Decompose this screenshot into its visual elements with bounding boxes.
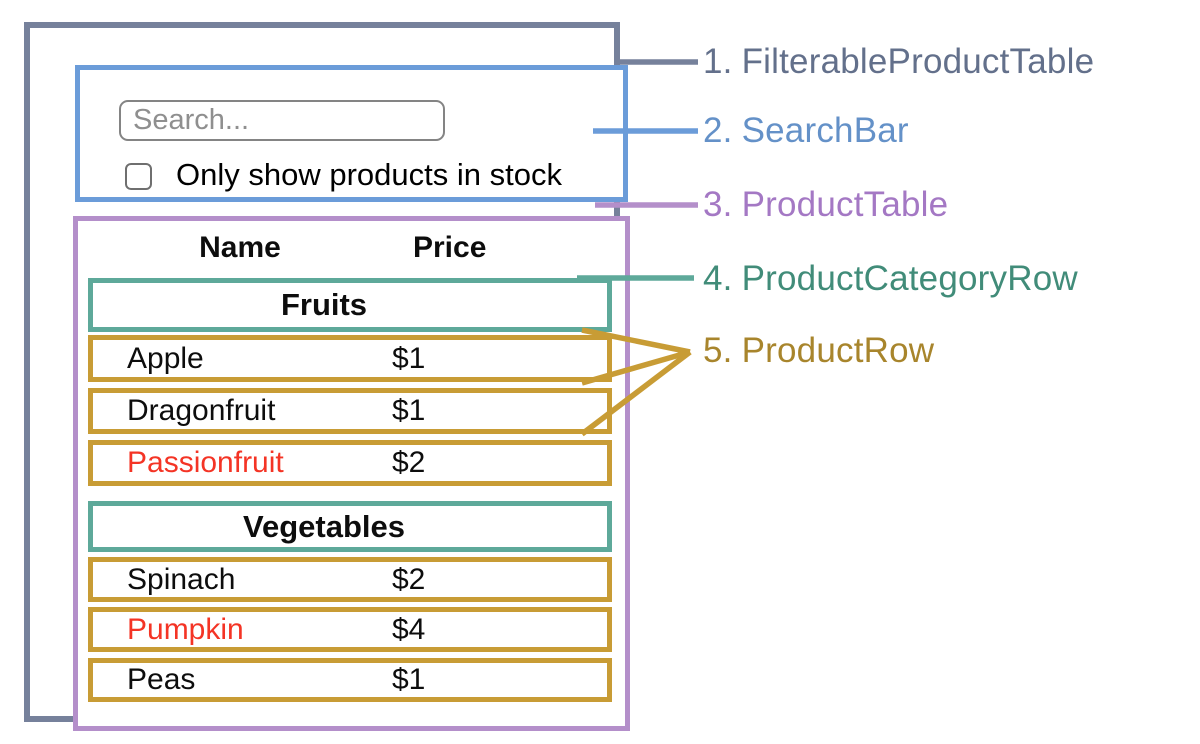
product-price: $2	[392, 562, 426, 596]
product-price: $1	[392, 341, 426, 375]
category-row-fruits: Fruits	[88, 278, 612, 332]
legend-label: FilterableProductTable	[741, 42, 1095, 81]
legend-label: ProductTable	[741, 185, 949, 224]
in-stock-checkbox[interactable]	[125, 163, 152, 190]
table-header-row: Name Price	[88, 228, 612, 268]
product-name: Apple	[127, 341, 204, 375]
legend-number: 5.	[703, 331, 733, 370]
in-stock-checkbox-label: Only show products in stock	[176, 157, 562, 192]
product-row-spinach: Spinach $2	[88, 557, 612, 602]
product-price: $4	[392, 612, 426, 646]
column-header-name: Name	[199, 231, 281, 264]
legend-search-bar: 2.SearchBar	[703, 109, 909, 153]
product-row-peas: Peas $1	[88, 658, 612, 702]
search-input[interactable]	[119, 100, 445, 141]
legend-label: ProductRow	[741, 331, 935, 370]
legend-label: ProductCategoryRow	[741, 259, 1078, 298]
product-row-dragonfruit: Dragonfruit $1	[88, 388, 612, 434]
product-name: Pumpkin	[127, 612, 244, 646]
product-price: $2	[392, 446, 426, 479]
category-row-vegetables: Vegetables	[88, 501, 612, 552]
product-name: Peas	[127, 663, 196, 696]
product-name: Passionfruit	[127, 446, 284, 479]
legend-number: 4.	[703, 259, 733, 298]
product-row-apple: Apple $1	[88, 335, 612, 382]
product-name: Dragonfruit	[127, 394, 276, 427]
legend-product-category-row: 4.ProductCategoryRow	[703, 257, 1078, 301]
legend-product-table: 3.ProductTable	[703, 183, 948, 227]
product-row-passionfruit: Passionfruit $2	[88, 440, 612, 486]
legend-number: 1.	[703, 42, 733, 81]
legend-filterable-product-table: 1.FilterableProductTable	[703, 40, 1094, 84]
column-header-price: Price	[413, 231, 487, 264]
legend-label: SearchBar	[741, 111, 909, 150]
legend-number: 3.	[703, 185, 733, 224]
product-name: Spinach	[127, 562, 236, 596]
product-table-box: Name Price Fruits Apple $1 Dragonfruit $…	[73, 216, 630, 731]
legend-number: 2.	[703, 111, 733, 150]
product-price: $1	[392, 663, 426, 696]
legend-product-row: 5.ProductRow	[703, 329, 934, 373]
product-row-pumpkin: Pumpkin $4	[88, 607, 612, 652]
filterable-product-table-box: Only show products in stock Name Price F…	[24, 22, 630, 731]
product-price: $1	[392, 394, 426, 427]
